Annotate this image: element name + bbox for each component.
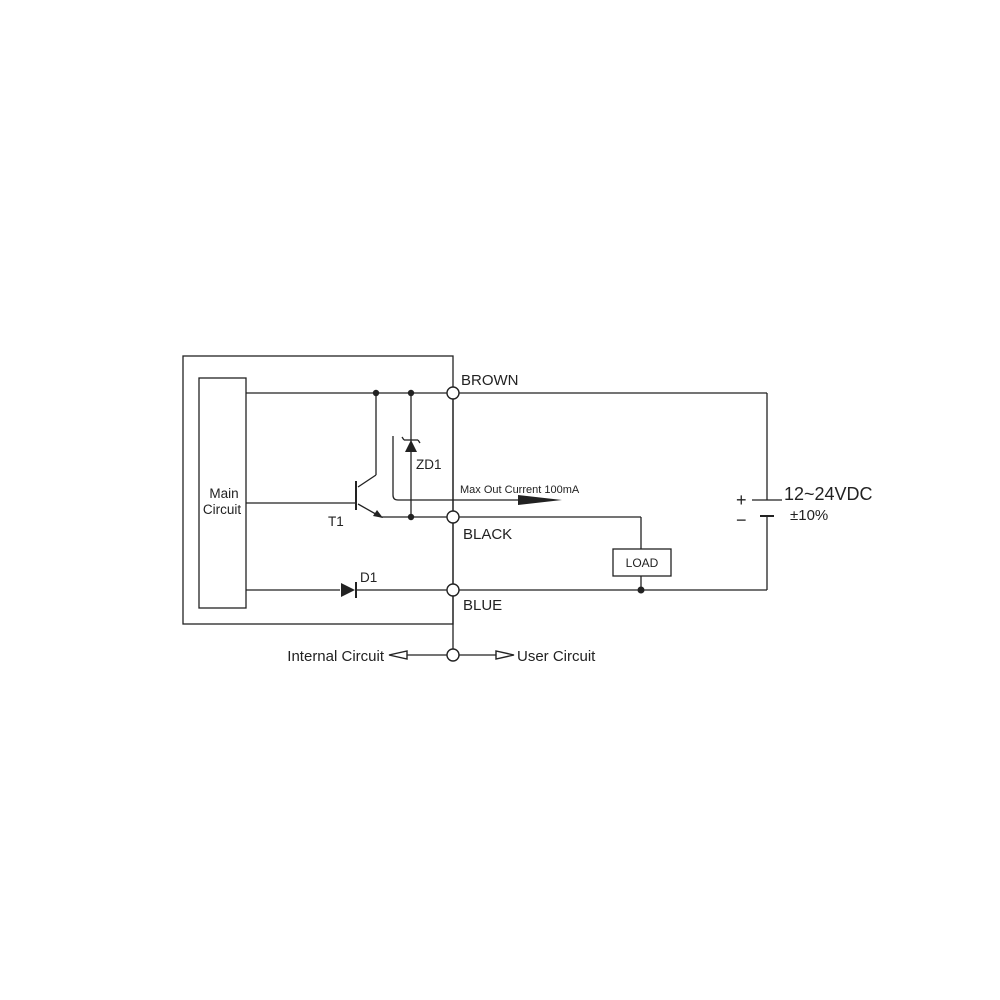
brown-label: BROWN bbox=[461, 372, 519, 389]
zener-diode-icon bbox=[405, 440, 417, 452]
user-circuit-label: User Circuit bbox=[517, 648, 596, 665]
diode-label: D1 bbox=[360, 570, 377, 585]
black-label: BLACK bbox=[463, 526, 512, 543]
supply-minus-sign: − bbox=[736, 510, 747, 530]
supply-voltage-label: 12~24VDC bbox=[784, 484, 873, 504]
transistor-emitter-arrow-icon bbox=[373, 510, 383, 518]
diode-d1-icon bbox=[341, 583, 355, 597]
load-box bbox=[612, 548, 672, 577]
max-current-label: Max Out Current 100mA bbox=[460, 484, 580, 496]
main-circuit-block bbox=[198, 377, 247, 609]
load-label: LOAD bbox=[626, 556, 659, 570]
zener-label: ZD1 bbox=[416, 457, 442, 472]
transistor-label: T1 bbox=[328, 514, 344, 529]
supply-plus-sign: + bbox=[736, 490, 747, 510]
internal-arrow-icon bbox=[388, 650, 408, 660]
internal-circuit-label: Internal Circuit bbox=[287, 648, 385, 665]
main-circuit-label-line1: Main bbox=[209, 486, 238, 501]
current-flow-corner bbox=[392, 494, 399, 501]
zener-cathode-tip-left bbox=[401, 436, 405, 441]
terminal-blue bbox=[446, 583, 460, 597]
user-arrow-icon bbox=[495, 650, 515, 660]
transistor-collector-leg bbox=[357, 474, 377, 488]
current-arrow-icon bbox=[518, 495, 562, 505]
main-circuit-label-line2: Circuit bbox=[203, 502, 242, 517]
terminal-black bbox=[446, 510, 460, 524]
terminal-brown bbox=[446, 386, 460, 400]
blue-label: BLUE bbox=[463, 597, 502, 614]
boundary-terminal bbox=[446, 648, 460, 662]
zener-cathode-tip-right bbox=[417, 439, 421, 444]
supply-tolerance-label: ±10% bbox=[790, 507, 828, 524]
